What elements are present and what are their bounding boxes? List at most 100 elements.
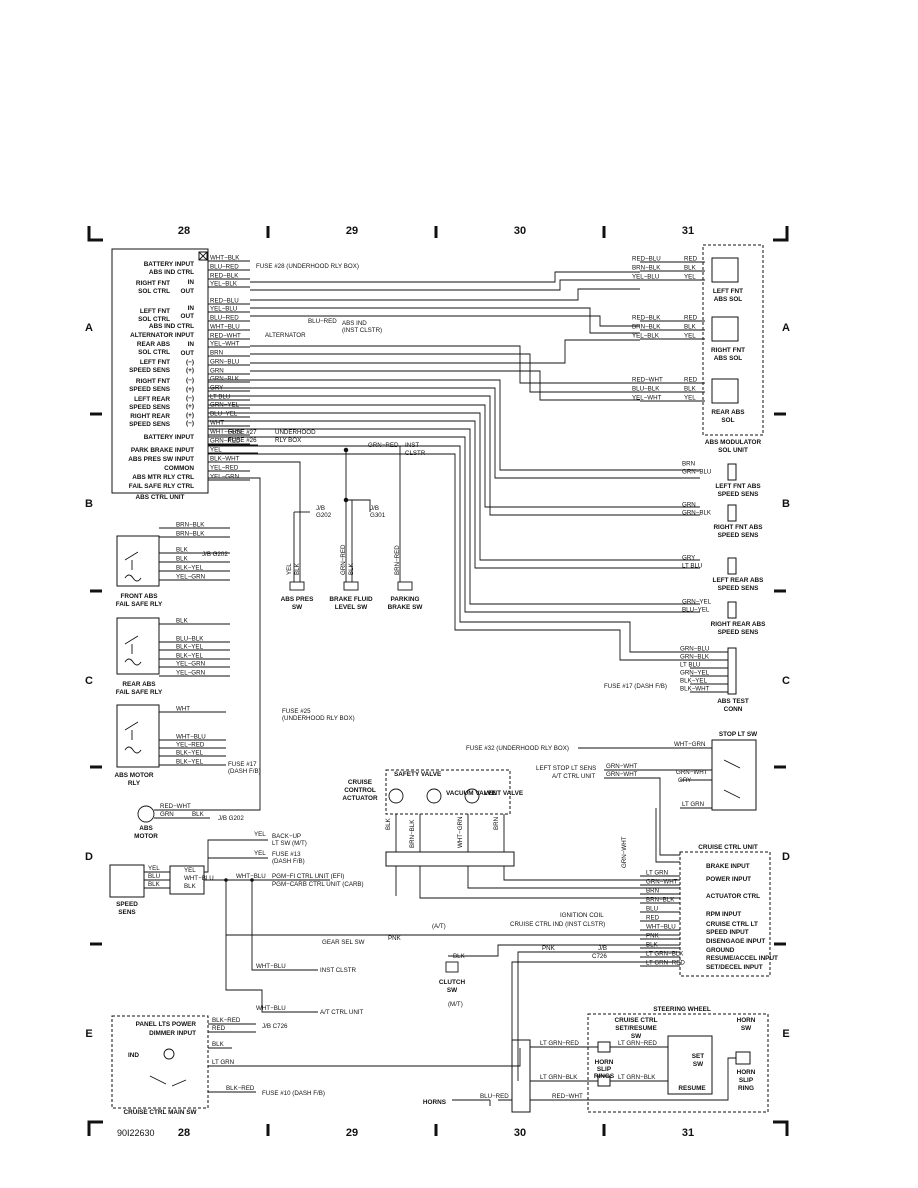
cruise-pin-label: GROUND [706, 947, 735, 954]
mt-label: (M/T) [448, 1001, 463, 1008]
abs-pin-label: SOL CTRL [138, 316, 170, 323]
gear-sel-label: GEAR SEL SW [322, 939, 365, 946]
stop-at-ctrl-label: A/T CTRL UNIT [552, 773, 596, 780]
rly-box-label: RLY BOX [275, 437, 301, 444]
cruise-wire-color: PNK [646, 933, 660, 940]
clutch-sw-name-2: SW [447, 987, 458, 994]
abs-pin-label: ABS MTR RLY CTRL [132, 474, 194, 481]
speed-sens-connector [727, 463, 737, 481]
front-fs-wire: YEL−GRN [176, 574, 205, 581]
abs-wire-color: GRN−RED [210, 438, 241, 445]
abs-pin-label: ABS IND CTRL [149, 323, 194, 330]
stop-wire-gry: GRY [678, 777, 691, 784]
speed-sens-name: SPEED SENS [718, 532, 760, 539]
rear-fs-wire: YEL−GRN [176, 670, 205, 677]
actuator-wire-wht-grn: WHT−GRN [457, 817, 464, 848]
abs-wire-color: BRN [210, 350, 223, 357]
modulator-wire-short: BLK [684, 386, 697, 393]
stop-wire-grn-wht-2: GRN−WHT [606, 771, 638, 778]
blu-red-label: BLU−RED [308, 318, 337, 325]
fuse-32-label: FUSE #32 (UNDERHOOD RLY BOX) [466, 745, 569, 752]
main-sw-wire: RED [212, 1025, 226, 1032]
rear-fs-wire: BLK−YEL [176, 644, 204, 651]
vss-name: SPEED [116, 901, 138, 908]
horn-sw-label: HORN [737, 1017, 756, 1024]
solenoid-name: REAR ABS [711, 409, 745, 416]
set-sw-label: SET [692, 1053, 705, 1060]
test-conn-wire: BLK−WHT [680, 686, 710, 693]
vss-wire: BLU [148, 873, 160, 880]
abs-wire-color: LT BLU [210, 394, 230, 401]
brake-fluid-name: BRAKE FLUID [329, 596, 373, 603]
set-resume-name-3: SW [631, 1033, 642, 1040]
set-resume-name: CRUISE CTRL [615, 1017, 658, 1024]
speed-sens-wire: GRN [682, 502, 696, 509]
fuse-17-label-2: (DASH F/B) [228, 768, 261, 775]
motor-rly-wire: WHT−BLU [176, 734, 206, 741]
abs-pin-label: BATTERY INPUT [144, 261, 194, 268]
horn-ring-label-3: RING [738, 1085, 754, 1092]
cruise-control-actuator: SAFETY VALVE VACUUM VALVE VENT VALVE CRU… [342, 769, 680, 899]
test-conn-wire: GRN−BLU [680, 646, 709, 653]
modulator-wire-color: BRN−BLK [632, 265, 661, 272]
actuator-name-2: CONTROL [344, 787, 376, 794]
abs-pin-label: RIGHT REAR [130, 413, 170, 420]
underhood-label: UNDERHOOD [275, 429, 316, 436]
test-conn-name: ABS TEST [717, 698, 749, 705]
abs-wire-color: GRN−BLU [210, 359, 239, 366]
vehicle-speed-sensor: YEL BLU BLK YEL WHT−BLU BLK SPEED SENS Y… [109, 831, 680, 1016]
cruise-pin-label: RPM INPUT [706, 911, 741, 918]
motor-wire-grn: GRN [160, 811, 174, 818]
grid-frame [87, 226, 789, 1136]
blk-wire-label: BLK [294, 562, 301, 575]
stop-wire-wht-grn: WHT−GRN [674, 741, 705, 748]
abs-pres-sw-name-2: SW [292, 604, 303, 611]
cruise-wire-color: RED [646, 915, 660, 922]
abs-wire-color: WHT−GRN [210, 429, 241, 436]
abs-pin-label: REAR ABS [137, 341, 171, 348]
actuator-wire-brn: BRN [493, 817, 500, 830]
row-label: A [85, 322, 93, 334]
figure-id: 90I22630 [117, 1128, 155, 1138]
modulator-name-2: SOL UNIT [718, 447, 748, 454]
cruise-wire-color: BRN [646, 888, 659, 895]
inst-clstr-label: (INST CLSTR) [342, 327, 382, 334]
solenoid-name: ABS SOL [714, 355, 743, 362]
column-label: 30 [514, 225, 526, 237]
abs-wire-color: BLK−WHT [210, 456, 240, 463]
test-conn-fuse: FUSE #17 (DASH F/B) [604, 683, 667, 690]
valve-safety: SAFETY VALVE [394, 771, 442, 778]
horn-ring-label-2: SLIP [739, 1077, 754, 1084]
steering-wheel: STEERING WHEEL CRUISE CTRL SET/RESUME SW… [423, 951, 769, 1113]
modulator-wire-color: RED−BLU [632, 256, 661, 263]
test-conn-wire: GRN−BLK [680, 654, 710, 661]
at-label: (A/T) [432, 923, 446, 930]
clutch-sw-name: CLUTCH [439, 979, 466, 986]
solenoid-name: RIGHT FNT [711, 347, 745, 354]
speed-sens-connector [727, 557, 737, 575]
pgm-label: PGM−FI CTRL UNIT (EFI) [272, 873, 344, 880]
cruise-ind-label: CRUISE CTRL IND (INST CLSTR) [510, 921, 605, 928]
sw-wire: LT GRN−BLK [618, 1074, 656, 1081]
rear-fs-wire: YEL−GRN [176, 661, 205, 668]
front-fs-wire: BLK [176, 547, 189, 554]
speed-sens-name: SPEED SENS [718, 629, 760, 636]
abs-pin-label: PARK BRAKE INPUT [131, 447, 194, 454]
abs-wire-color: WHT−BLU [210, 324, 240, 331]
stop-lt-sw: STOP LT SW FUSE #32 (UNDERHOOD RLY BOX) … [466, 731, 758, 863]
solenoid-box [711, 316, 739, 342]
rear-fs-wire: BLU−BLK [176, 636, 204, 643]
abs-wire-color: BLU−RED [210, 264, 239, 271]
column-label: 28 [178, 225, 190, 237]
cruise-grn-wht-v: GRN−WHT [621, 836, 628, 868]
valve-vacuum: VACUUM VALVE [446, 790, 496, 797]
cruise-pin-label: ACTUATOR CTRL [706, 893, 760, 900]
alternator-label: ALTERNATOR [265, 332, 306, 339]
vss-wht-blu-3: WHT−BLU [256, 1005, 286, 1012]
abs-pin-label: SPEED SENS [129, 386, 171, 393]
gear-sel-pnk: PNK [388, 935, 402, 942]
